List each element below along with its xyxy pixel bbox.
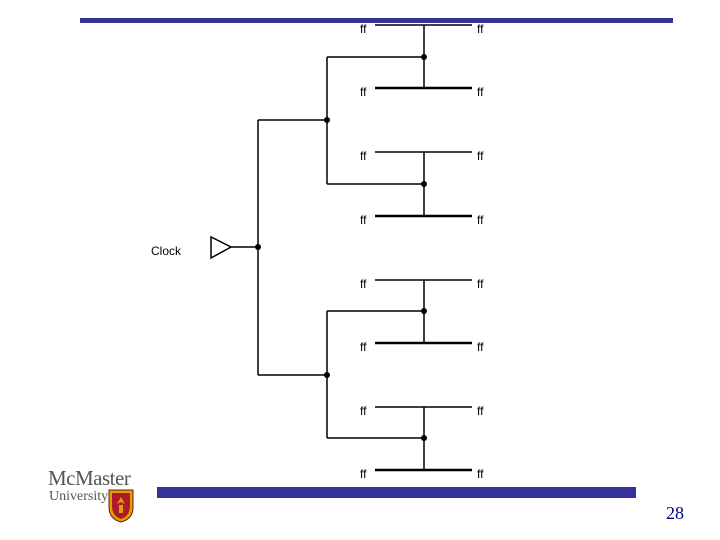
junction-dot <box>421 435 427 441</box>
ff-label-right: ff <box>477 277 484 291</box>
clock-label: Clock <box>151 244 182 258</box>
junction-dot <box>421 54 427 60</box>
ff-label-right: ff <box>477 85 484 99</box>
ff-label-right: ff <box>477 213 484 227</box>
ff-label-left: ff <box>360 404 367 418</box>
clock-buffer-icon <box>210 235 233 260</box>
junction-dot <box>421 181 427 187</box>
ff-label-right: ff <box>477 467 484 481</box>
junction-dot <box>421 308 427 314</box>
bottom-accent-bar <box>157 487 636 498</box>
ff-label-right: ff <box>477 149 484 163</box>
junction-dot <box>324 117 330 123</box>
page-number: 28 <box>666 503 684 523</box>
ff-label-left: ff <box>360 340 367 354</box>
ff-label-left: ff <box>360 149 367 163</box>
ff-label-left: ff <box>360 85 367 99</box>
ff-label-right: ff <box>477 404 484 418</box>
ff-label-left: ff <box>360 277 367 291</box>
top-accent-bar <box>80 18 673 23</box>
logo-wordmark: McMaster <box>48 466 131 490</box>
ff-label-right: ff <box>477 22 484 36</box>
flip-flop-rows: ff ff ff ff ff ff ff ff ff ff ff ff ff ff ff ff <box>360 22 484 481</box>
ff-label-right: ff <box>477 340 484 354</box>
logo-subtitle: University <box>49 489 109 504</box>
junction-dot <box>324 372 330 378</box>
ff-label-left: ff <box>360 213 367 227</box>
crest-icon <box>108 489 134 523</box>
junction-dot <box>255 244 261 250</box>
ff-label-left: ff <box>360 22 367 36</box>
ff-label-left: ff <box>360 467 367 481</box>
